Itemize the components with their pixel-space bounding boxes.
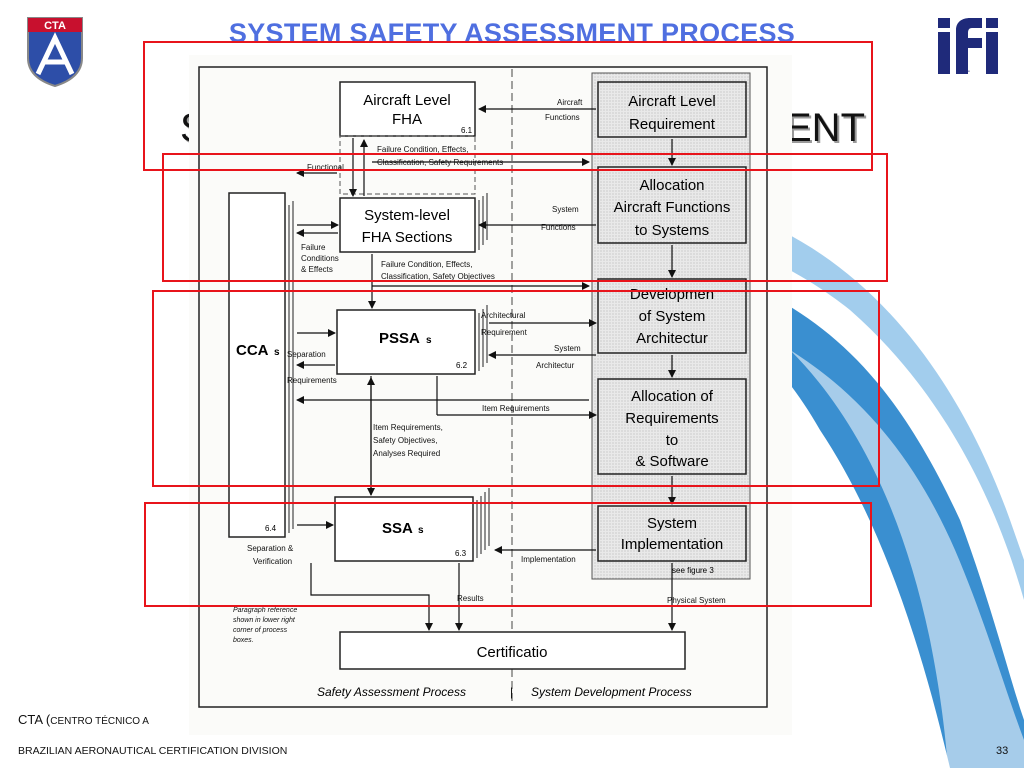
footer-org-prefix: CTA ( bbox=[18, 712, 51, 727]
box-pssa: PSSA s 6.2 bbox=[336, 305, 488, 375]
box-allocation-functions: Allocation Aircraft Functions to Systems bbox=[597, 166, 747, 244]
footer-org-name: CENTRO TÉCNICO A bbox=[50, 716, 149, 727]
aircraft-fha-ref: 6.1 bbox=[461, 126, 473, 135]
cta-logo-text: CTA bbox=[44, 20, 66, 32]
box-aircraft-requirement: Aircraft Level Requirement bbox=[597, 81, 747, 138]
development-arch-line2: of System bbox=[639, 308, 706, 325]
cta-logo: CTA bbox=[24, 14, 86, 88]
pssa-suffix: s bbox=[426, 335, 432, 346]
highlight-frame-system-level bbox=[162, 153, 888, 282]
ssa-ref: 6.3 bbox=[455, 549, 467, 558]
aircraft-fha-line2: FHA bbox=[392, 111, 422, 128]
pssa-ref: 6.2 bbox=[456, 361, 468, 370]
footer-division: BRAZILIAN AERONAUTICAL CERTIFICATION DIV… bbox=[18, 745, 288, 757]
label-functional: Functional bbox=[307, 163, 344, 172]
pssa-label: PSSA bbox=[379, 330, 420, 347]
label-aircraft-functions-1: Aircraft bbox=[557, 98, 583, 107]
implementation-line1: System bbox=[647, 515, 697, 532]
paragraph-note: Paragraph reference shown in lower right… bbox=[233, 607, 297, 644]
label-results: Results bbox=[457, 594, 484, 603]
label-item-req-3: Analyses Required bbox=[373, 449, 440, 458]
box-cca: CCA s 6.4 bbox=[228, 192, 294, 538]
label-item-requirements: Item Requirements bbox=[482, 404, 550, 413]
ssa-suffix: s bbox=[418, 525, 424, 536]
cca-ref: 6.4 bbox=[265, 524, 277, 533]
label-failure-condition-1a: Failure Condition, Effects, bbox=[377, 145, 468, 154]
system-fha-line2: FHA Sections bbox=[362, 229, 453, 246]
note-line4: boxes. bbox=[233, 637, 254, 644]
heading-right-fragment: ENT bbox=[785, 106, 865, 150]
note-line3: corner of process bbox=[233, 627, 288, 634]
flow-arrows bbox=[296, 105, 676, 631]
label-implementation: Implementation bbox=[521, 555, 576, 564]
label-failure-condition-1b: Classification, Safety Requirements bbox=[377, 158, 503, 167]
dashed-link-box bbox=[339, 135, 476, 195]
label-physical-system: Physical System bbox=[667, 596, 726, 605]
label-failure-ce-1: Failure bbox=[301, 243, 326, 252]
arrow-separation-verification bbox=[310, 563, 433, 631]
allocation-req-line4: & Software bbox=[635, 453, 708, 470]
highlight-frame-pssa bbox=[152, 290, 880, 487]
see-figure-label: see figure 3 bbox=[672, 566, 714, 575]
highlight-frame-aircraft-level bbox=[143, 41, 873, 171]
label-architectural-1: Architectural bbox=[481, 311, 526, 320]
allocation-req-line1: Allocation of bbox=[631, 388, 714, 405]
swoosh-highlight bbox=[790, 350, 1024, 768]
ifi-logo: IFI bbox=[936, 18, 1002, 74]
system-fha-line1: System-level bbox=[364, 207, 450, 224]
label-item-req-2: Safety Objectives, bbox=[373, 436, 437, 445]
footer-safety-process: Safety Assessment Process bbox=[317, 685, 466, 699]
box-system-implementation: System Implementation bbox=[597, 505, 747, 562]
box-aircraft-fha: Aircraft Level FHA 6.1 bbox=[339, 81, 476, 137]
box-system-fha: System-level FHA Sections bbox=[339, 193, 488, 253]
label-sep-verif-2: Verification bbox=[253, 557, 292, 566]
label-failure-condition-2b: Classification, Safety Objectives bbox=[381, 272, 495, 281]
diagram-outer-frame bbox=[198, 66, 768, 708]
safety-assessment-diagram: Aircraft Level FHA 6.1 System-level FHA … bbox=[189, 55, 792, 735]
label-failure-ce-3: & Effects bbox=[301, 265, 333, 274]
slide-title: SYSTEM SAFETY ASSESSMENT PROCESS bbox=[228, 18, 796, 48]
label-architectural-2: Requirement bbox=[481, 328, 528, 337]
highlight-frame-ssa bbox=[144, 502, 872, 607]
note-line2: shown in lower right bbox=[233, 617, 296, 624]
aircraft-fha-line1: Aircraft Level bbox=[363, 92, 451, 109]
ssa-label: SSA bbox=[382, 520, 413, 537]
allocation-functions-line1: Allocation bbox=[639, 177, 704, 194]
footer-separator: | bbox=[510, 685, 513, 699]
footer-organization: CTA (CENTRO TÉCNICO A bbox=[18, 712, 149, 727]
label-separation-2: Requirements bbox=[287, 376, 337, 385]
label-separation-1: Separation bbox=[287, 350, 326, 359]
development-arch-line3: Architectur bbox=[636, 330, 708, 347]
aircraft-req-line2: Requirement bbox=[629, 116, 716, 133]
label-system-arch-1: System bbox=[554, 344, 581, 353]
box-ssa: SSA s 6.3 bbox=[334, 488, 490, 562]
cca-label: CCA bbox=[236, 342, 269, 359]
label-system-functions-2: Functions bbox=[541, 223, 576, 232]
label-failure-ce-2: Conditions bbox=[301, 254, 339, 263]
allocation-req-line2: Requirements bbox=[625, 410, 718, 427]
allocation-functions-line3: to Systems bbox=[635, 222, 709, 239]
cca-suffix: s bbox=[274, 347, 280, 358]
box-allocation-requirements: Allocation of Requirements to & Software bbox=[597, 378, 747, 475]
label-aircraft-functions-2: Functions bbox=[545, 113, 580, 122]
note-line1: Paragraph reference bbox=[233, 607, 297, 614]
footer-development-process: System Development Process bbox=[531, 685, 692, 699]
flow-labels: Aircraft Functions Failure Condition, Ef… bbox=[247, 98, 726, 605]
ifi-logo-text: IFI bbox=[968, 71, 971, 73]
implementation-line2: Implementation bbox=[621, 536, 724, 553]
allocation-req-line3: to bbox=[666, 432, 679, 449]
label-system-functions-1: System bbox=[552, 205, 579, 214]
allocation-functions-line2: Aircraft Functions bbox=[614, 199, 731, 216]
label-sep-verif-1: Separation & bbox=[247, 544, 294, 553]
certification-label: Certificatio bbox=[477, 644, 548, 661]
box-certification: Certificatio bbox=[339, 631, 686, 670]
label-item-req-1: Item Requirements, bbox=[373, 423, 443, 432]
label-failure-condition-2a: Failure Condition, Effects, bbox=[381, 260, 472, 269]
swoosh-light-band bbox=[780, 230, 1024, 600]
page-number: 33 bbox=[996, 745, 1009, 757]
aircraft-req-line1: Aircraft Level bbox=[628, 93, 716, 110]
label-system-arch-2: Architectur bbox=[536, 361, 575, 370]
